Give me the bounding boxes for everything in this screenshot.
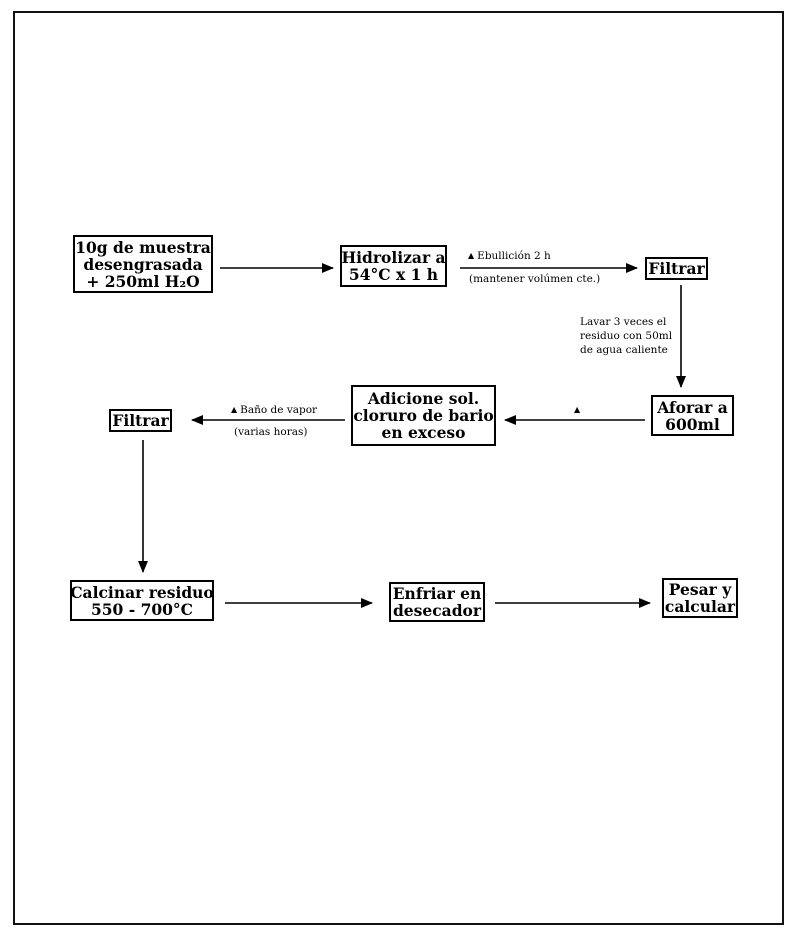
node-enfriar-line-2: desecador [392, 601, 482, 620]
node-filtrar-2: Filtrar [109, 409, 172, 432]
node-muestra-line-2: desengrasada [83, 254, 203, 274]
node-muestra: 10g de muestra desengrasada + 250ml H₂O [73, 235, 213, 293]
node-aforar-line-1: Aforar a [657, 397, 728, 417]
node-enfriar-line-1: Enfriar en [392, 584, 482, 603]
node-filtrar-1-line-1: Filtrar [648, 259, 705, 278]
node-filtrar-1: Filtrar [645, 257, 708, 280]
label-lavar-line-1: Lavar 3 veces el [580, 316, 667, 328]
triangle-icon: ▲ [231, 405, 238, 414]
label-lavar: Lavar 3 veces el residuo con 50ml de agu… [580, 315, 672, 357]
label-lavar-line-2: residuo con 50ml [580, 330, 673, 342]
node-muestra-line-3: + 250ml H₂O [86, 271, 200, 291]
triangle-icon: ▲ [468, 251, 475, 260]
label-bano: ▲Baño de vapor [231, 404, 317, 416]
diagram-frame [13, 11, 784, 925]
label-varias: (varias horas) [234, 426, 308, 438]
node-aforar: Aforar a 600ml [651, 395, 734, 436]
label-triangle-aforar: ▲ [574, 404, 583, 416]
label-bano-text: Baño de vapor [240, 404, 318, 416]
node-filtrar-2-line-1: Filtrar [112, 411, 169, 430]
node-calcinar: Calcinar residuo 550 - 700°C [70, 580, 214, 621]
node-enfriar: Enfriar en desecador [389, 582, 485, 622]
node-adicione: Adicione sol. cloruro de bario en exceso [351, 385, 496, 446]
node-adicione-line-3: en exceso [381, 423, 466, 442]
node-calcinar-line-2: 550 - 700°C [90, 599, 194, 619]
node-pesar-line-1: Pesar y [668, 580, 732, 599]
node-adicione-line-2: cloruro de bario [353, 406, 494, 425]
node-hidrolizar-line-1: Hidrolizar a [341, 248, 446, 267]
node-muestra-line-1: 10g de muestra [75, 237, 211, 257]
label-ebullicion: ▲Ebullición 2 h [468, 250, 551, 262]
node-aforar-line-2: 600ml [665, 414, 720, 434]
node-adicione-line-1: Adicione sol. [367, 389, 480, 408]
node-calcinar-line-1: Calcinar residuo [70, 582, 214, 602]
node-hidrolizar-line-2: 54°C x 1 h [348, 265, 439, 284]
node-hidrolizar: Hidrolizar a 54°C x 1 h [340, 245, 447, 287]
label-ebullicion-text: Ebullición 2 h [477, 250, 551, 262]
triangle-icon: ▲ [574, 405, 581, 414]
label-mantener: (mantener volúmen cte.) [469, 273, 601, 285]
label-lavar-line-3: de agua caliente [580, 344, 668, 356]
node-pesar-line-2: calcular [664, 597, 736, 616]
node-pesar: Pesar y calcular [662, 578, 738, 618]
